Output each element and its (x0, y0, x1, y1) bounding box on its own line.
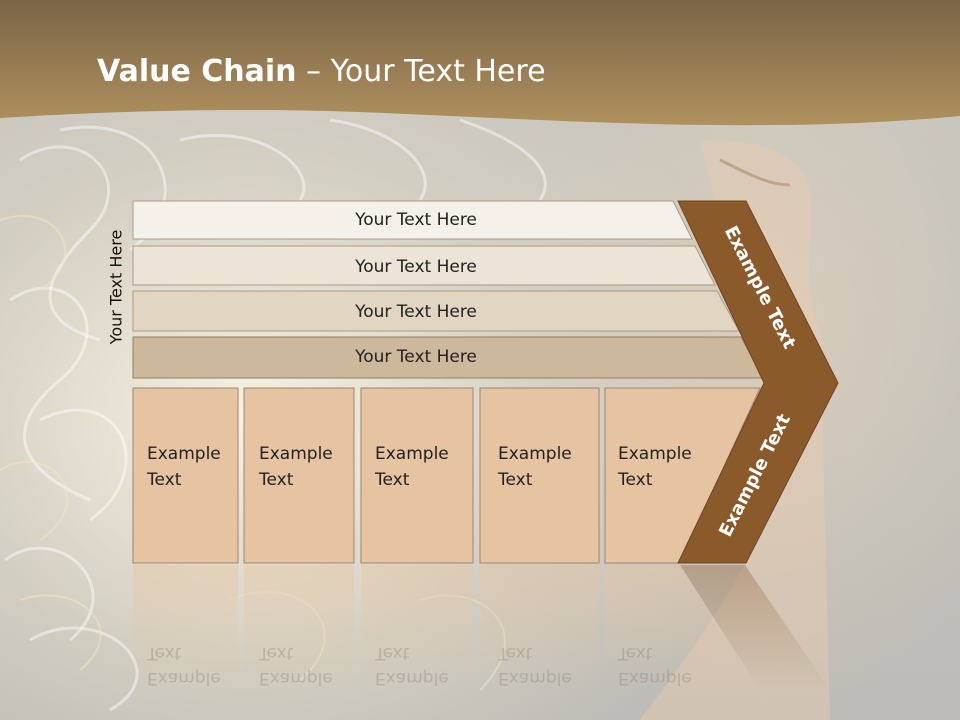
bar-3[interactable]: Your Text Here (132, 290, 740, 332)
bar-2-label: Your Text Here (354, 257, 477, 277)
svg-text:Example: Example (375, 668, 449, 688)
svg-text:Text: Text (497, 643, 533, 663)
column-5[interactable]: Example Text (604, 387, 761, 564)
svg-text:Text: Text (258, 643, 294, 663)
bar-4[interactable]: Your Text Here (132, 336, 764, 379)
title-bold-text: Value Chain (97, 54, 297, 89)
column-4[interactable]: Example Text (479, 387, 600, 564)
bar-1[interactable]: Your Text Here (132, 200, 693, 240)
bar-4-label: Your Text Here (354, 347, 477, 367)
column-5-line2: Text (617, 470, 653, 490)
bar-3-label: Your Text Here (354, 302, 477, 322)
column-4-line2: Text (497, 470, 533, 490)
column-2[interactable]: Example Text (243, 387, 355, 564)
slide-title: Value Chain – Your Text Here (97, 54, 546, 89)
column-2-line2: Text (258, 470, 294, 490)
svg-text:Example: Example (618, 668, 692, 688)
svg-text:Text: Text (617, 643, 653, 663)
svg-text:Text: Text (374, 643, 410, 663)
svg-text:Example: Example (147, 668, 221, 688)
column-1-line2: Text (146, 470, 182, 490)
column-4-line1: Example (498, 444, 572, 464)
title-rest-text: – Your Text Here (296, 54, 546, 89)
column-1-line1: Example (147, 444, 221, 464)
bar-1-label: Your Text Here (354, 210, 477, 230)
column-3[interactable]: Example Text (360, 387, 474, 564)
column-3-line1: Example (375, 444, 449, 464)
column-1[interactable]: Example Text (132, 387, 239, 564)
column-5-line1: Example (618, 444, 692, 464)
bar-2[interactable]: Your Text Here (132, 245, 716, 286)
svg-text:Text: Text (146, 643, 182, 663)
column-2-line1: Example (259, 444, 333, 464)
svg-text:Example: Example (498, 668, 572, 688)
header-band (0, 0, 960, 126)
reflection-group: Example Example Example Example Example … (133, 565, 830, 690)
column-3-line2: Text (374, 470, 410, 490)
svg-text:Example: Example (259, 668, 333, 688)
